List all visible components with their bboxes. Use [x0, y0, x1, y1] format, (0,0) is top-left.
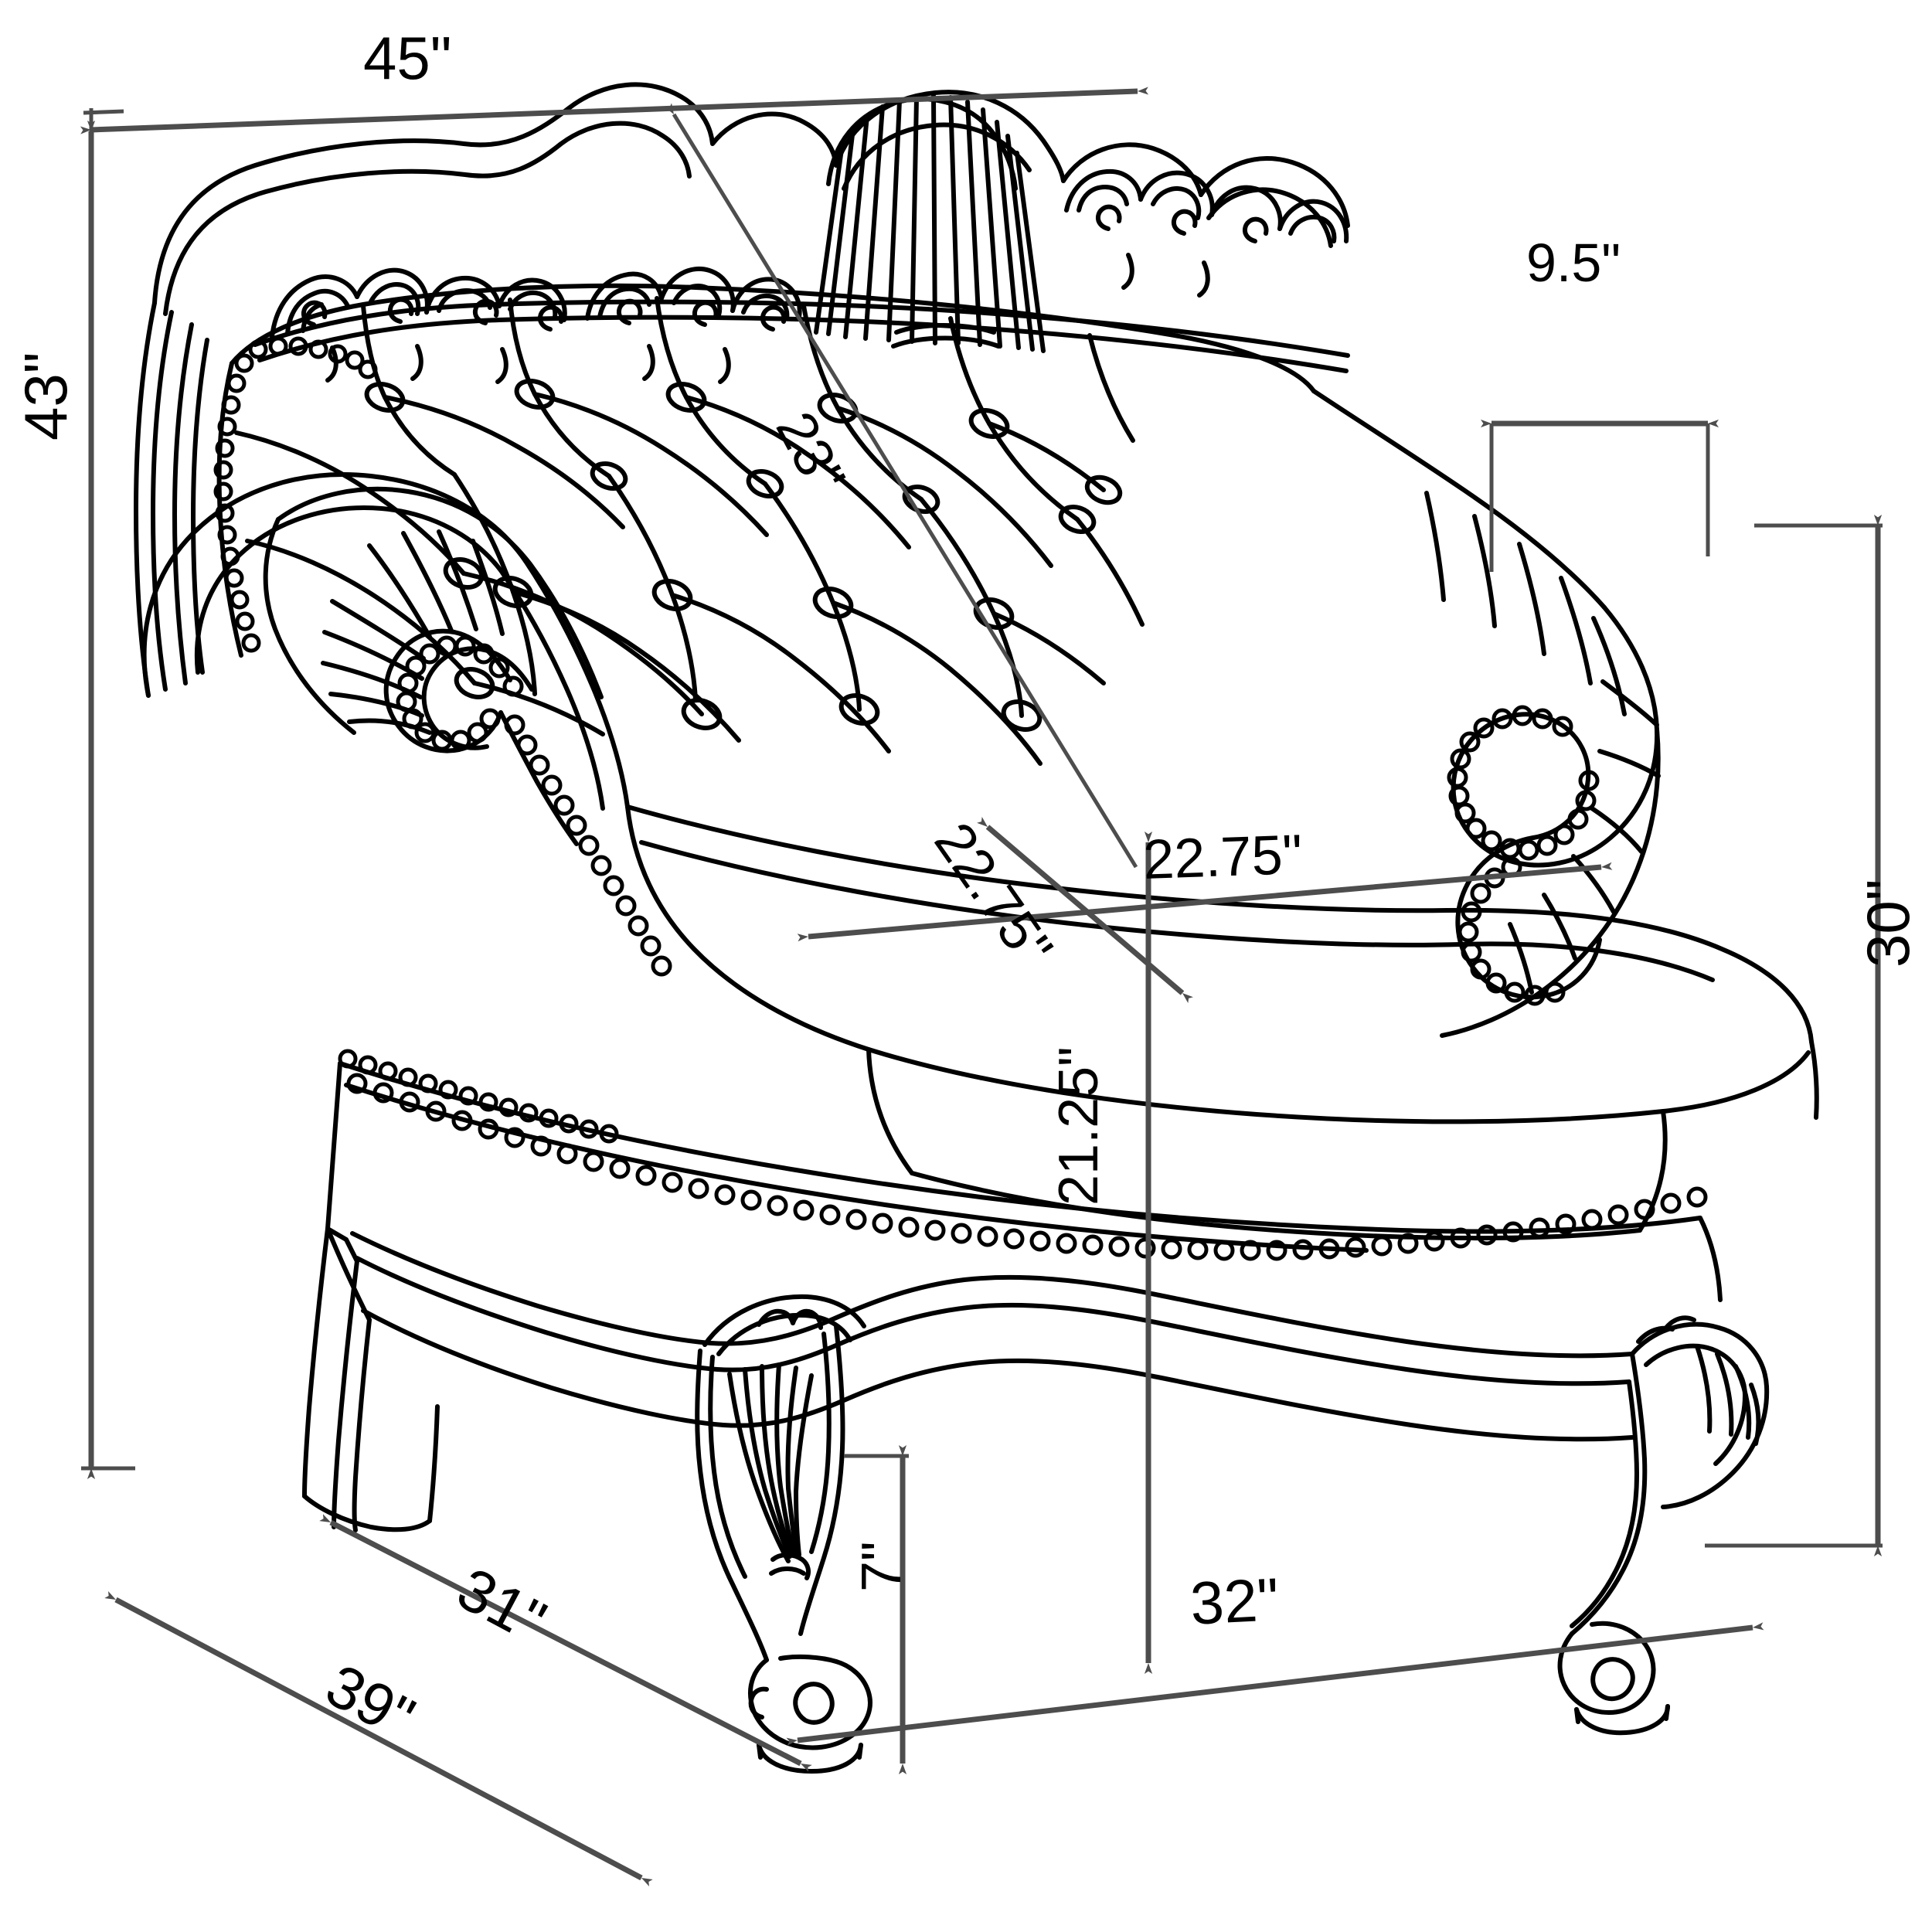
dimension-label-seat-height-back: 21.25": [1048, 1046, 1110, 1206]
right-side-rail: [1698, 1039, 1819, 1302]
nailhead-trim-left-arm: [396, 635, 672, 977]
dimension-label-overall-width: 45": [363, 24, 452, 92]
dimension-label-arm-depth: 9.5": [1526, 233, 1621, 293]
dimline-23: [665, 103, 1138, 869]
dimline-39: [104, 1590, 653, 1887]
front-right-cabriole-leg: [1557, 1315, 1770, 1736]
left-arm: [141, 472, 630, 846]
dimension-label-leg-clearance: 7": [851, 1541, 913, 1592]
dimension-label-seat-depth: 22.75": [1142, 823, 1304, 891]
dimension-lines: [80, 87, 1883, 1887]
dimline-22_75-horizontal: [797, 862, 1613, 942]
dimension-label-overall-height: 43": [12, 352, 80, 440]
dimline-45: [80, 87, 1149, 134]
nailhead-trim-right-arm: [1447, 705, 1600, 1006]
dimension-label-seat-width: 32": [1189, 1565, 1281, 1638]
dimension-label-arm-height: 30": [1854, 879, 1922, 968]
left-rear-leg: [302, 1226, 440, 1532]
nailhead-trim-seat-rail: [338, 1049, 1708, 1261]
tufted-back-panel: [216, 283, 1316, 766]
right-arm: [1311, 389, 1661, 1038]
crest-rail-carving: [152, 82, 1350, 384]
nailhead-trim-back: [213, 336, 378, 653]
dimline-32: [786, 1622, 1764, 1746]
